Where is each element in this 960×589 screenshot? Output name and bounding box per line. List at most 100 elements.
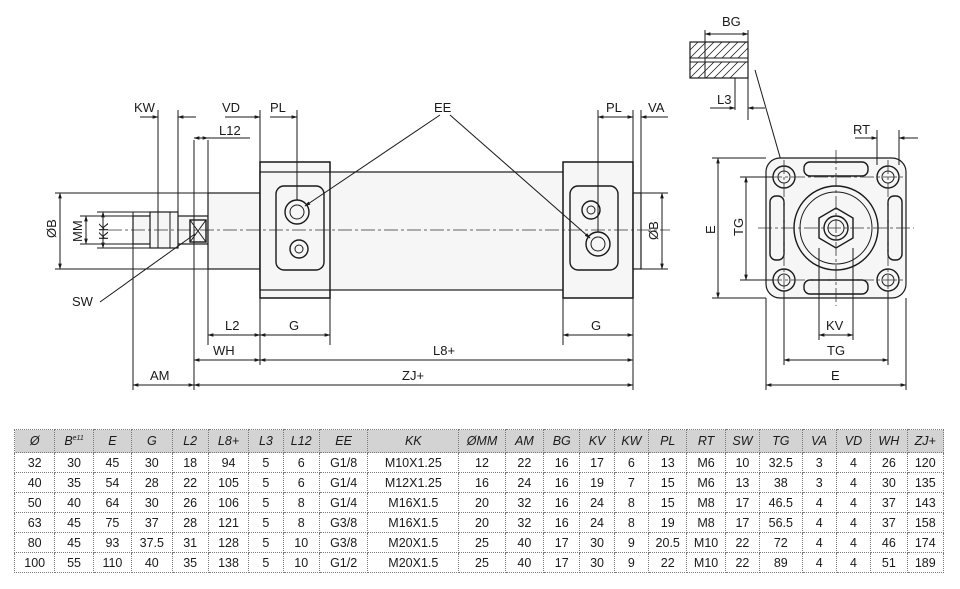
table-cell: 22: [171, 472, 209, 493]
table-cell: 32: [504, 492, 545, 513]
dim-ob-left-label: ØB: [44, 219, 59, 238]
table-cell: 19: [579, 472, 615, 493]
dim-l12-label: L12: [219, 123, 241, 138]
table-cell: 20: [458, 492, 506, 513]
table-cell: 8: [613, 512, 650, 533]
dim-kv-label: KV: [826, 318, 844, 333]
table-cell: 5: [248, 552, 284, 573]
table-cell: 4: [835, 452, 872, 473]
table-cell: 9: [613, 552, 650, 573]
dim-e-side-label: E: [703, 225, 718, 234]
table-cell: 30: [131, 492, 173, 513]
table-cell: 105: [207, 472, 250, 493]
table-cell: 10: [724, 452, 761, 473]
table-cell: 4: [835, 512, 872, 533]
table-cell: 15: [648, 492, 688, 513]
table-cell: 50: [13, 492, 56, 513]
table-cell: 37.5: [131, 532, 173, 553]
dim-rt-label: RT: [853, 122, 870, 137]
table-cell: 16: [543, 452, 581, 473]
table-cell: 40: [504, 532, 545, 553]
table-cell: 37: [870, 492, 908, 513]
col-header: L12: [282, 429, 320, 453]
cylinder-technical-drawing: KW VD PL EE PL VA L12 ØB MM KK SW L2 G G…: [44, 14, 918, 390]
table-cell: 100: [13, 552, 56, 573]
table-cell: 35: [54, 472, 94, 493]
table-cell: 40: [54, 492, 94, 513]
table-cell: 32: [504, 512, 545, 533]
col-header: L8+: [207, 429, 250, 453]
table-cell: 8: [613, 492, 650, 513]
table-cell: 72: [759, 532, 803, 553]
table-cell: 20: [458, 512, 506, 533]
table-cell: G1/2: [318, 552, 369, 573]
col-header: KW: [613, 429, 650, 453]
side-view: KW VD PL EE PL VA L12 ØB MM KK SW L2 G G…: [44, 100, 670, 390]
table-cell: M10X1.25: [367, 452, 460, 473]
table-cell: 25: [458, 552, 506, 573]
table-cell: 6: [282, 452, 320, 473]
col-header: SW: [724, 429, 761, 453]
table-cell: M10: [686, 552, 726, 573]
table-cell: G3/8: [318, 512, 369, 533]
table-cell: 30: [54, 452, 94, 473]
table-cell: 10: [282, 532, 320, 553]
table-cell: 40: [13, 472, 56, 493]
table-cell: 45: [54, 512, 94, 533]
table-cell: 94: [207, 452, 250, 473]
table-cell: 17: [543, 532, 581, 553]
table-cell: 22: [504, 452, 545, 473]
dim-va-label: VA: [648, 100, 665, 115]
table-cell: 24: [579, 512, 615, 533]
table-cell: 17: [543, 552, 581, 573]
table-cell: 26: [870, 452, 908, 473]
table-cell: M20X1.5: [367, 532, 460, 553]
dim-wh-label: WH: [213, 343, 235, 358]
dim-bg-label: BG: [722, 14, 741, 29]
table-cell: 17: [724, 492, 761, 513]
table-cell: 13: [648, 452, 688, 473]
dim-g-right-label: G: [591, 318, 601, 333]
col-header: L3: [248, 429, 284, 453]
dim-sw-label: SW: [72, 294, 94, 309]
table-cell: 51: [870, 552, 908, 573]
table-cell: 4: [801, 552, 837, 573]
dim-am-label: AM: [150, 368, 170, 383]
table-cell: 6: [613, 452, 650, 473]
table-cell: 128: [207, 532, 250, 553]
table-cell: 24: [579, 492, 615, 513]
table-cell: 24: [504, 472, 545, 493]
table-cell: 30: [579, 532, 615, 553]
table-cell: M10: [686, 532, 726, 553]
table-cell: 80: [13, 532, 56, 553]
table-cell: 6: [282, 472, 320, 493]
dim-ee-label: EE: [434, 100, 452, 115]
table-cell: 38: [759, 472, 803, 493]
table-cell: 93: [92, 532, 133, 553]
dim-tg-side-label: TG: [731, 218, 746, 236]
table-cell: M12X1.25: [367, 472, 460, 493]
dim-zj-label: ZJ+: [402, 368, 424, 383]
table-cell: 13: [724, 472, 761, 493]
table-cell: 30: [870, 472, 908, 493]
dimension-table: Ø Be11 E G L2 L8+ L3 L12 EE KK ØMM AM BG…: [13, 429, 944, 573]
table-cell: 45: [54, 532, 94, 553]
table-cell: 4: [835, 472, 872, 493]
table-cell: 4: [801, 512, 837, 533]
dim-l8-label: L8+: [433, 343, 455, 358]
thread-detail-view: BG L3: [689, 14, 783, 165]
table-cell: 4: [835, 552, 872, 573]
table-cell: 22: [724, 552, 761, 573]
table-cell: 40: [504, 552, 545, 573]
rear-cushion-screw: [581, 200, 601, 220]
table-cell: 174: [906, 532, 944, 553]
table-cell: 158: [906, 512, 944, 533]
dim-g-left-label: G: [289, 318, 299, 333]
dim-e-bottom-label: E: [831, 368, 840, 383]
table-header-row: Ø Be11 E G L2 L8+ L3 L12 EE KK ØMM AM BG…: [13, 429, 944, 453]
col-header: BG: [543, 429, 581, 453]
